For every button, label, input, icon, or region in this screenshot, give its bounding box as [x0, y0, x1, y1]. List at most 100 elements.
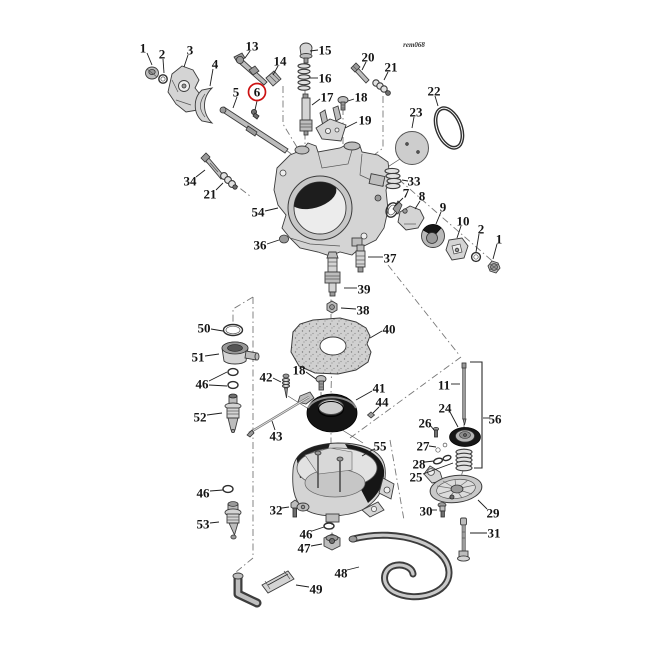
- part-27-washers-small: [435, 442, 448, 453]
- part-label-54-19: 54: [252, 205, 266, 220]
- leader-line-7: [394, 197, 404, 207]
- leader-line-1: [146, 52, 153, 66]
- part-10-bracket: [445, 237, 469, 261]
- part-29-top-cover: [423, 465, 483, 504]
- part-44-clip: [366, 411, 376, 419]
- part-label-46-52: 46: [197, 486, 211, 501]
- part-30-screw-cover: [437, 502, 447, 518]
- leader-line-9: [435, 211, 442, 225]
- leader-line-2: [475, 233, 480, 253]
- part-label-31-51: 31: [488, 526, 501, 541]
- part-37-needle-jet: [355, 244, 366, 273]
- part-40-bowl-gasket: [290, 317, 372, 375]
- part-label-28-46: 28: [413, 457, 427, 472]
- part-36-plug: [278, 234, 289, 244]
- leader-line-46: [311, 526, 325, 532]
- part-25-spring-seat: [455, 448, 473, 472]
- part-label-18-11: 18: [355, 90, 369, 105]
- part-label-6-5: 6: [254, 85, 261, 100]
- leader-line-18: [305, 371, 317, 380]
- part-label-42-36: 42: [260, 370, 273, 385]
- part-label-7-22: 7: [403, 186, 410, 201]
- leader-line-53: [209, 521, 220, 524]
- part-33-spring: [384, 167, 402, 190]
- part-label-21-18: 21: [204, 187, 217, 202]
- part-label-30-50: 30: [420, 504, 433, 519]
- part-label-47-56: 47: [298, 541, 312, 556]
- part-label-46-34: 46: [196, 377, 210, 392]
- part-label-26-44: 26: [419, 416, 433, 431]
- part-label-29-49: 29: [487, 506, 501, 521]
- part-20-screw: [350, 62, 370, 84]
- leader-line-3: [183, 54, 189, 68]
- part-13-lever-shaft: [233, 52, 268, 86]
- part-label-43-40: 43: [270, 429, 284, 444]
- leader-line-28: [424, 460, 435, 463]
- part-label-36-20: 36: [254, 238, 268, 253]
- leader-line-48: [346, 566, 360, 571]
- part-label-40-31: 40: [383, 322, 396, 337]
- leader-line-52: [206, 412, 223, 416]
- part-41-float-ring: [306, 393, 358, 433]
- part-4-clamp-band: [194, 87, 214, 124]
- part-50-oring: [222, 323, 244, 337]
- leader-line-19: [344, 121, 358, 129]
- part-label-10-25: 10: [457, 214, 470, 229]
- leader-line-46: [208, 371, 228, 382]
- part-2-washer-right: [470, 251, 482, 263]
- leader-line-33: [401, 179, 409, 182]
- part-label-2-1: 2: [159, 47, 166, 62]
- leader-line-34: [195, 169, 206, 178]
- part-42-float-needle: [281, 373, 291, 399]
- part-label-34-17: 34: [184, 174, 198, 189]
- part-22-oring-large: [433, 106, 465, 150]
- leader-line-29: [477, 499, 488, 510]
- part-label-14-7: 14: [274, 54, 288, 69]
- part-21-spring-left: [220, 172, 238, 190]
- leader-line-36: [266, 239, 280, 245]
- leader-line-27: [428, 445, 437, 448]
- part-label-9-24: 9: [440, 200, 447, 215]
- part-26-screw-small: [432, 426, 439, 438]
- part-24-diaphragm-piston: [449, 427, 481, 447]
- part-label-13-6: 13: [246, 39, 260, 54]
- part-label-55-41: 55: [374, 439, 388, 454]
- part-label-46-55: 46: [300, 527, 314, 542]
- part-23-diaphragm-disc: [395, 131, 429, 165]
- leader-line-46: [209, 489, 224, 492]
- part-31-long-bolt: [457, 517, 470, 562]
- part-label-27-45: 27: [417, 439, 431, 454]
- leader-line-54: [264, 207, 279, 212]
- part-label-21-14: 21: [385, 60, 398, 75]
- part-53-drain-screw: [224, 501, 242, 540]
- part-46-orings-upper: [227, 367, 239, 390]
- leader-line-4: [209, 68, 214, 87]
- part-8-cable-guide: [392, 200, 425, 231]
- part-1-nut-left: [145, 66, 159, 80]
- leader-line-41: [355, 390, 373, 401]
- leader-line-15: [309, 49, 319, 52]
- part-2-washer-left: [158, 74, 168, 84]
- leader-line-40: [369, 330, 383, 339]
- leader-line-47: [310, 543, 323, 547]
- leader-line-25: [422, 462, 454, 475]
- leader-line-10: [456, 225, 462, 239]
- leader-line-32: [281, 506, 290, 509]
- part-label-8-23: 8: [419, 189, 426, 204]
- part-11-jet-needle: [461, 362, 467, 426]
- part-label-44-39: 44: [376, 395, 390, 410]
- part-47-hose-nut: [323, 533, 341, 551]
- leader-line-13: [244, 50, 251, 59]
- part-label-48-57: 48: [335, 566, 349, 581]
- part-39-main-jet-tube: [324, 251, 341, 297]
- part-49-elbow-fittings: [232, 570, 295, 608]
- part-51-inlet-fitting: [221, 341, 260, 365]
- part-label-2-26: 2: [478, 222, 485, 237]
- part-label-11-42: 11: [438, 378, 450, 393]
- part-label-32-54: 32: [270, 503, 283, 518]
- leader-line-42: [272, 377, 282, 383]
- part-label-37-28: 37: [384, 251, 398, 266]
